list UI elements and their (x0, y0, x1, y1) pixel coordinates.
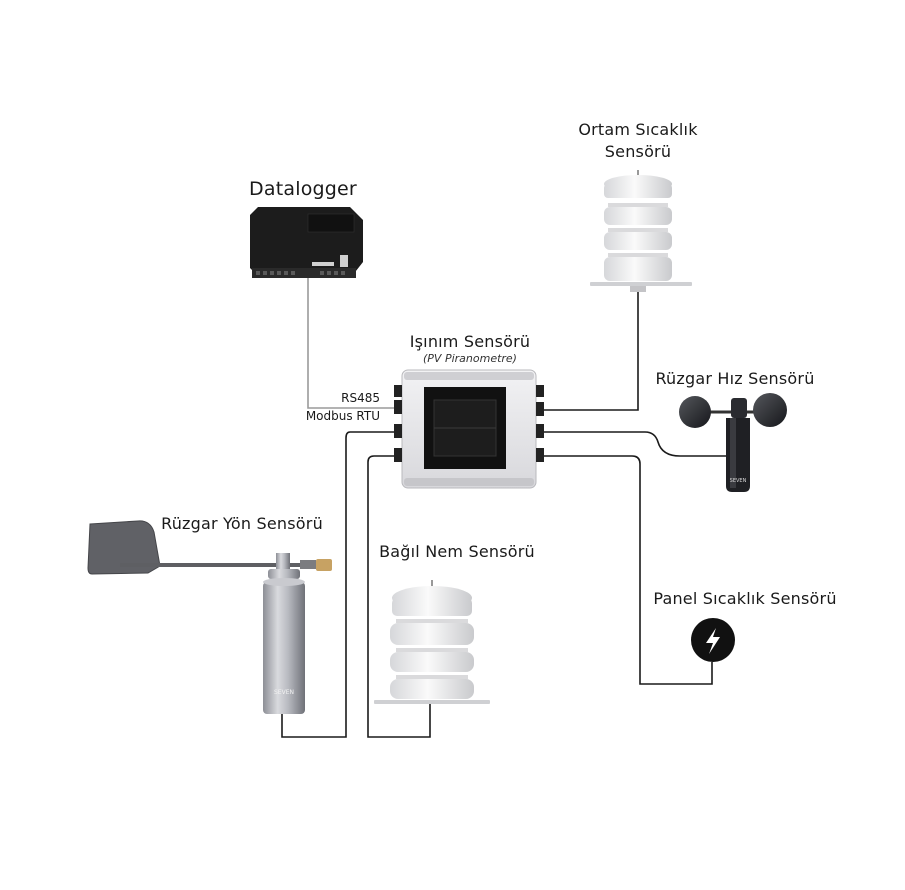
humidity-label: Bağıl Nem Sensörü (379, 542, 535, 561)
cable-datalogger (307, 278, 402, 409)
humidity-shield (374, 580, 490, 704)
cable-wind-direction (281, 431, 402, 738)
cable-wind-speed (536, 431, 726, 457)
irradiance-label: Işınım Sensörü (409, 332, 531, 351)
ambient-temp-label-line1: Ortam Sıcaklık (578, 120, 698, 139)
cable-ambient-temp (536, 292, 639, 411)
datalogger-label: Datalogger (249, 178, 357, 200)
cable-panel-temp (536, 455, 713, 685)
irradiance-sublabel: (PV Piranometre) (423, 352, 517, 365)
panel-temp-sensor (691, 618, 735, 662)
connection-protocol-line1: RS485 (341, 391, 380, 405)
connection-protocol-line2: Modbus RTU (305, 409, 380, 423)
irradiance-sensor-box (394, 369, 544, 489)
wind-direction-label: Rüzgar Yön Sensörü (161, 514, 323, 533)
cables (281, 278, 726, 738)
ambient-temp-shield (590, 170, 692, 292)
datalogger-device (250, 207, 363, 278)
wind-direction-vane: SEVEN (87, 520, 332, 714)
vane-brand: SEVEN (274, 689, 294, 696)
anemometer-brand: SEVEN (730, 478, 747, 484)
cable-humidity (367, 455, 431, 738)
wind-speed-label: Rüzgar Hız Sensörü (655, 369, 815, 388)
wind-speed-anemometer: SEVEN (679, 393, 787, 492)
ambient-temp-label-line2: Sensörü (604, 142, 672, 161)
panel-temp-label: Panel Sıcaklık Sensörü (653, 589, 837, 608)
